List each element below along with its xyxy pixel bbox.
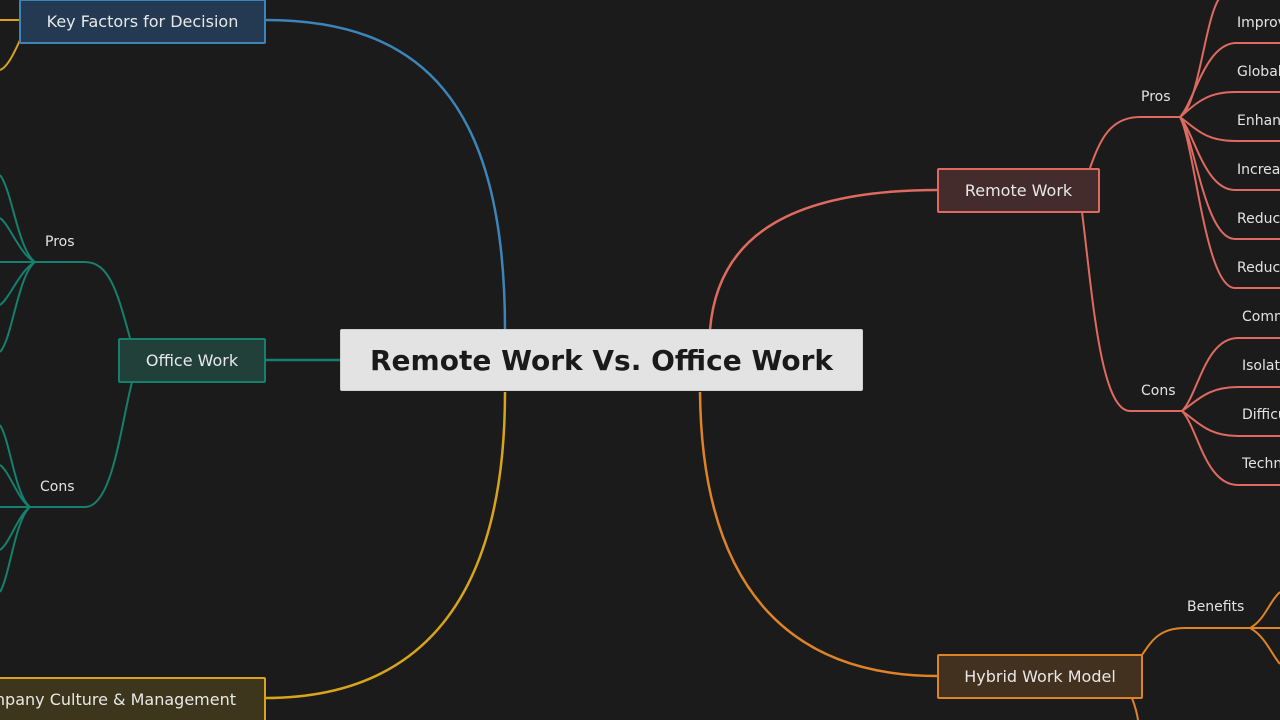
remote-con-item[interactable]: Comm [1242, 309, 1280, 325]
office-work-node[interactable]: Office Work [118, 338, 266, 383]
company-culture-node[interactable]: mpany Culture & Management [0, 677, 266, 720]
company-culture-label: mpany Culture & Management [0, 690, 236, 709]
remote-pro-item[interactable]: Improv [1237, 15, 1280, 31]
hybrid-benefits-label[interactable]: Benefits [1187, 599, 1245, 615]
remote-pro-item[interactable]: Global [1237, 64, 1280, 80]
central-topic-node[interactable]: Remote Work Vs. Office Work [340, 329, 863, 391]
remote-work-node[interactable]: Remote Work [937, 168, 1100, 213]
connector-remote-cons [1081, 211, 1182, 412]
office-work-label: Office Work [145, 351, 239, 370]
connector-key-factors-curve [0, 39, 21, 71]
remote-con-item[interactable]: Techn [1242, 456, 1280, 472]
connector-remote-pros [1089, 116, 1180, 169]
connector-hybrid-benefits [1141, 627, 1250, 656]
key-factors-label: Key Factors for Decision [46, 12, 239, 31]
remote-pro-item[interactable]: Reduc [1237, 260, 1280, 276]
remote-con-item[interactable]: Isolat [1242, 358, 1280, 374]
remote-pro-item[interactable]: Reduc [1237, 211, 1280, 227]
office-pros-label[interactable]: Pros [45, 234, 75, 250]
connector-office-cons [30, 381, 133, 508]
connector-central-hybrid [698, 391, 939, 678]
key-factors-node[interactable]: Key Factors for Decision [19, 0, 266, 44]
remote-con-item[interactable]: Difficu [1242, 407, 1280, 423]
remote-pro-item[interactable]: Increa [1237, 162, 1280, 178]
connector-central-remote-work [708, 188, 939, 331]
remote-pro-item[interactable]: Enhan [1237, 113, 1280, 129]
remote-pros-label[interactable]: Pros [1141, 89, 1171, 105]
remote-work-label: Remote Work [964, 181, 1073, 200]
hybrid-work-node[interactable]: Hybrid Work Model [937, 654, 1143, 699]
central-topic-title: Remote Work Vs. Office Work [369, 343, 834, 377]
connector-office-pros [35, 261, 131, 339]
connector-central-company-culture [264, 391, 507, 700]
connector-central-key-factors [264, 18, 507, 331]
hybrid-work-label: Hybrid Work Model [964, 667, 1116, 686]
remote-cons-label[interactable]: Cons [1141, 383, 1176, 399]
office-cons-label[interactable]: Cons [40, 479, 75, 495]
